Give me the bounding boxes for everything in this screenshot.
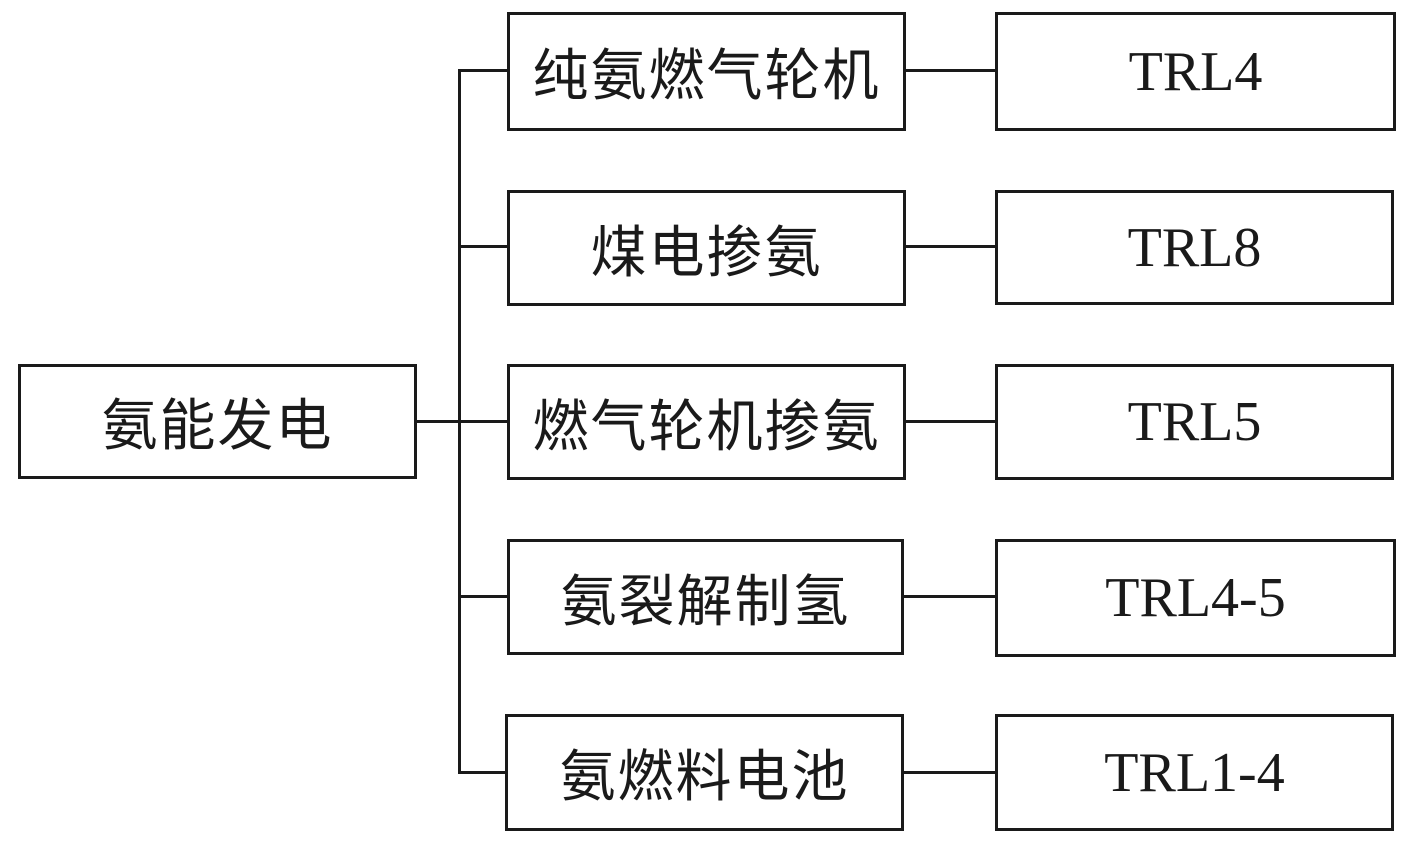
- branch-connector-2: [458, 245, 510, 248]
- trl-connector-4: [904, 595, 997, 598]
- tech-label-2: 煤电掺氨: [590, 220, 823, 286]
- trl-node-3: TRL5: [995, 364, 1394, 480]
- trl-connector-1: [906, 69, 997, 72]
- trl-connector-3: [906, 420, 997, 423]
- tech-node-4: 氨裂解制氢: [507, 539, 904, 655]
- branch-connector-1: [458, 69, 510, 72]
- trl-label-3: TRL5: [1127, 391, 1262, 453]
- tech-node-2: 煤电掺氨: [507, 190, 906, 306]
- root-connector: [417, 420, 461, 423]
- branch-connector-5: [458, 771, 508, 774]
- trl-node-1: TRL4: [995, 12, 1396, 131]
- branch-connector-4: [458, 595, 510, 598]
- trl-label-4: TRL4-5: [1105, 567, 1286, 629]
- tech-label-3: 燃气轮机掺氨: [532, 394, 881, 460]
- branch-connector-3: [458, 420, 510, 423]
- trl-node-2: TRL8: [995, 190, 1394, 305]
- root-label: 氨能发电: [101, 394, 334, 459]
- tech-node-5: 氨燃料电池: [505, 714, 904, 831]
- tech-label-5: 氨燃料电池: [559, 745, 850, 810]
- trl-node-4: TRL4-5: [995, 539, 1396, 657]
- trl-connector-5: [904, 771, 997, 774]
- tech-node-1: 纯氨燃气轮机: [507, 12, 906, 131]
- tech-label-1: 纯氨燃气轮机: [532, 44, 881, 109]
- trl-connector-2: [906, 245, 997, 248]
- trl-node-5: TRL1-4: [995, 714, 1394, 831]
- tech-label-4: 氨裂解制氢: [560, 569, 851, 635]
- trl-label-1: TRL4: [1128, 40, 1263, 103]
- tech-node-3: 燃气轮机掺氨: [507, 364, 906, 480]
- trl-label-2: TRL8: [1127, 216, 1262, 279]
- trl-label-5: TRL1-4: [1104, 741, 1285, 804]
- root-node: 氨能发电: [18, 364, 417, 479]
